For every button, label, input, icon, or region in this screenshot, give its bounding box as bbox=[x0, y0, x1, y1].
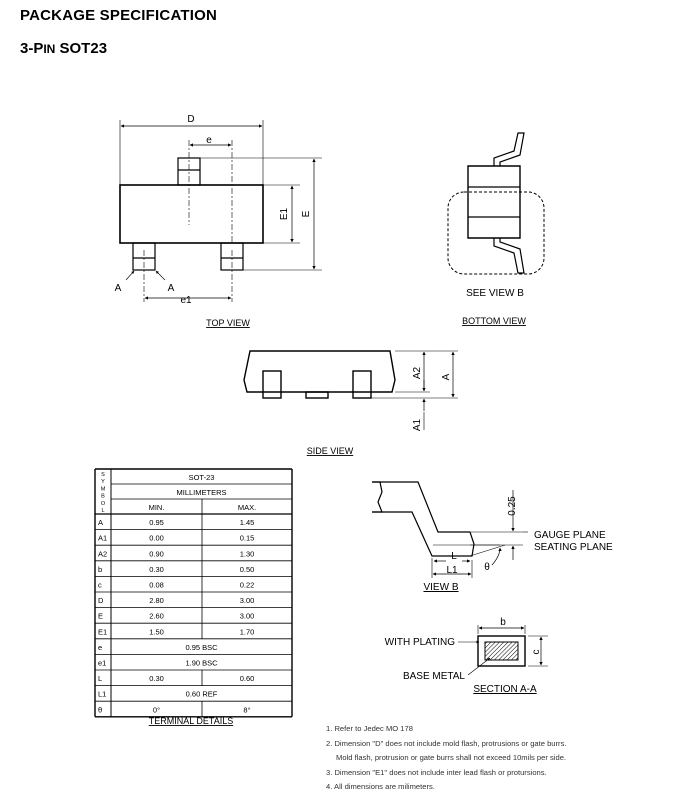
side-view-caption: SIDE VIEW bbox=[307, 446, 354, 456]
table-row-max: 1.30 bbox=[240, 549, 255, 558]
table-row-min: 0.95 bbox=[149, 518, 164, 527]
table-row-min: 0.90 bbox=[149, 549, 164, 558]
table-max-header: MAX. bbox=[238, 503, 256, 512]
symbol-header-letter: S bbox=[101, 472, 105, 478]
dim-label-A2: A2 bbox=[412, 366, 423, 379]
table-row-value: 0.60 REF bbox=[186, 690, 218, 699]
note-4: 4. All dimensions are milimeters. bbox=[326, 782, 435, 791]
view-b-detail bbox=[372, 481, 528, 578]
side-lead-left bbox=[262, 370, 282, 399]
dim-label-L1: L1 bbox=[446, 565, 458, 576]
note-2: 2. Dimension "D" does not include mold f… bbox=[326, 738, 567, 748]
table-row-symbol: θ bbox=[98, 705, 102, 714]
table-row-max: 3.00 bbox=[240, 612, 255, 621]
dim-label-b: b bbox=[500, 617, 506, 628]
symbol-header-letter: B bbox=[101, 494, 105, 500]
base-metal-label: BASE METAL bbox=[403, 671, 465, 682]
table-row-max: 0.22 bbox=[240, 581, 255, 590]
symbol-header-letter: L bbox=[101, 508, 104, 514]
symbol-header-letter: O bbox=[101, 501, 106, 507]
dim-label-L: L bbox=[451, 551, 457, 562]
symbol-header-letter: M bbox=[101, 486, 106, 492]
table-row-min: 0.30 bbox=[149, 565, 164, 574]
table-row-min: 2.80 bbox=[149, 596, 164, 605]
table-min-header: MIN. bbox=[149, 503, 165, 512]
note-3: 3. Dimension "E1" does not include inter… bbox=[326, 767, 547, 777]
table-row-max: 1.45 bbox=[240, 518, 255, 527]
table-row-symbol: L1 bbox=[98, 690, 106, 699]
dim-label-E1: E1 bbox=[279, 207, 290, 220]
table-row-symbol: e1 bbox=[98, 659, 106, 668]
dim-label-E: E bbox=[301, 210, 312, 217]
table-row-min: 1.50 bbox=[149, 627, 164, 636]
table-caption: TERMINAL DETAILS bbox=[149, 716, 234, 726]
dim-label-c: c bbox=[531, 650, 542, 655]
table-row-symbol: A2 bbox=[98, 549, 107, 558]
dim-label-A1: A1 bbox=[412, 418, 423, 431]
section-aa-caption: SECTION A-A bbox=[473, 684, 537, 695]
section-label-A-left: A bbox=[115, 283, 122, 294]
table-package-header: SOT-23 bbox=[189, 473, 215, 482]
view-b-detail-circle bbox=[447, 191, 545, 275]
side-lead-center bbox=[305, 391, 329, 399]
side-lead-right bbox=[352, 370, 372, 399]
table-row-symbol: b bbox=[98, 565, 102, 574]
table-row-max: 0.60 bbox=[240, 674, 255, 683]
table-row-symbol: L bbox=[98, 674, 102, 683]
table-row-symbol: E1 bbox=[98, 627, 107, 636]
table-unit-header: MILLIMETERS bbox=[176, 488, 226, 497]
dim-label-D: D bbox=[187, 114, 194, 125]
dim-label-theta: θ bbox=[484, 562, 490, 573]
table-row-min: 2.60 bbox=[149, 612, 164, 621]
dim-label-e1: e1 bbox=[180, 295, 192, 306]
top-view-caption: TOP VIEW bbox=[206, 318, 250, 328]
note-2-cont: Mold flash, protrusion or gate burrs sha… bbox=[336, 753, 567, 762]
bottom-view bbox=[447, 132, 545, 275]
symbol-header-letter: Y bbox=[101, 479, 105, 485]
table-row-min: 0° bbox=[153, 705, 160, 714]
table-row-min: 0.30 bbox=[149, 674, 164, 683]
table-row-max: 0.50 bbox=[240, 565, 255, 574]
see-view-b-label: SEE VIEW B bbox=[466, 288, 524, 299]
table-row-symbol: A1 bbox=[98, 534, 107, 543]
view-b-caption: VIEW B bbox=[423, 582, 458, 593]
seating-plane-label: SEATING PLANE bbox=[534, 542, 613, 553]
table-row-value: 0.95 BSC bbox=[185, 643, 218, 652]
table-row-max: 0.15 bbox=[240, 534, 255, 543]
table-row-max: 8° bbox=[243, 705, 250, 714]
table-row-max: 3.00 bbox=[240, 596, 255, 605]
page-title: PACKAGE SPECIFICATION bbox=[20, 7, 217, 24]
table-row-value: 1.90 BSC bbox=[185, 659, 218, 668]
table-row-symbol: c bbox=[98, 581, 102, 590]
table-row-symbol: E bbox=[98, 612, 103, 621]
table-row-min: 0.00 bbox=[149, 534, 164, 543]
dim-label-e: e bbox=[206, 135, 212, 146]
side-view bbox=[243, 350, 458, 430]
top-view bbox=[119, 120, 322, 302]
dim-label-0-25: 0.25 bbox=[507, 496, 518, 516]
table-row-max: 1.70 bbox=[240, 627, 255, 636]
table-row-min: 0.08 bbox=[149, 581, 164, 590]
section-aa bbox=[458, 625, 548, 676]
notes-list: 1. Refer to Jedec MO 178 2. Dimension "D… bbox=[326, 722, 567, 795]
table-row-symbol: D bbox=[98, 596, 104, 605]
gauge-plane-label: GAUGE PLANE bbox=[534, 530, 606, 541]
body-outline bbox=[119, 184, 264, 244]
note-1: 1. Refer to Jedec MO 178 bbox=[326, 724, 413, 733]
table-row-symbol: A bbox=[98, 518, 103, 527]
bottom-view-caption: BOTTOM VIEW bbox=[462, 316, 526, 326]
page-subtitle: 3-PIN SOT23 bbox=[20, 40, 108, 57]
with-plating-label: WITH PLATING bbox=[385, 637, 456, 648]
table-row-symbol: e bbox=[98, 643, 102, 652]
dim-label-A: A bbox=[441, 373, 452, 380]
section-label-A-right: A bbox=[168, 283, 175, 294]
